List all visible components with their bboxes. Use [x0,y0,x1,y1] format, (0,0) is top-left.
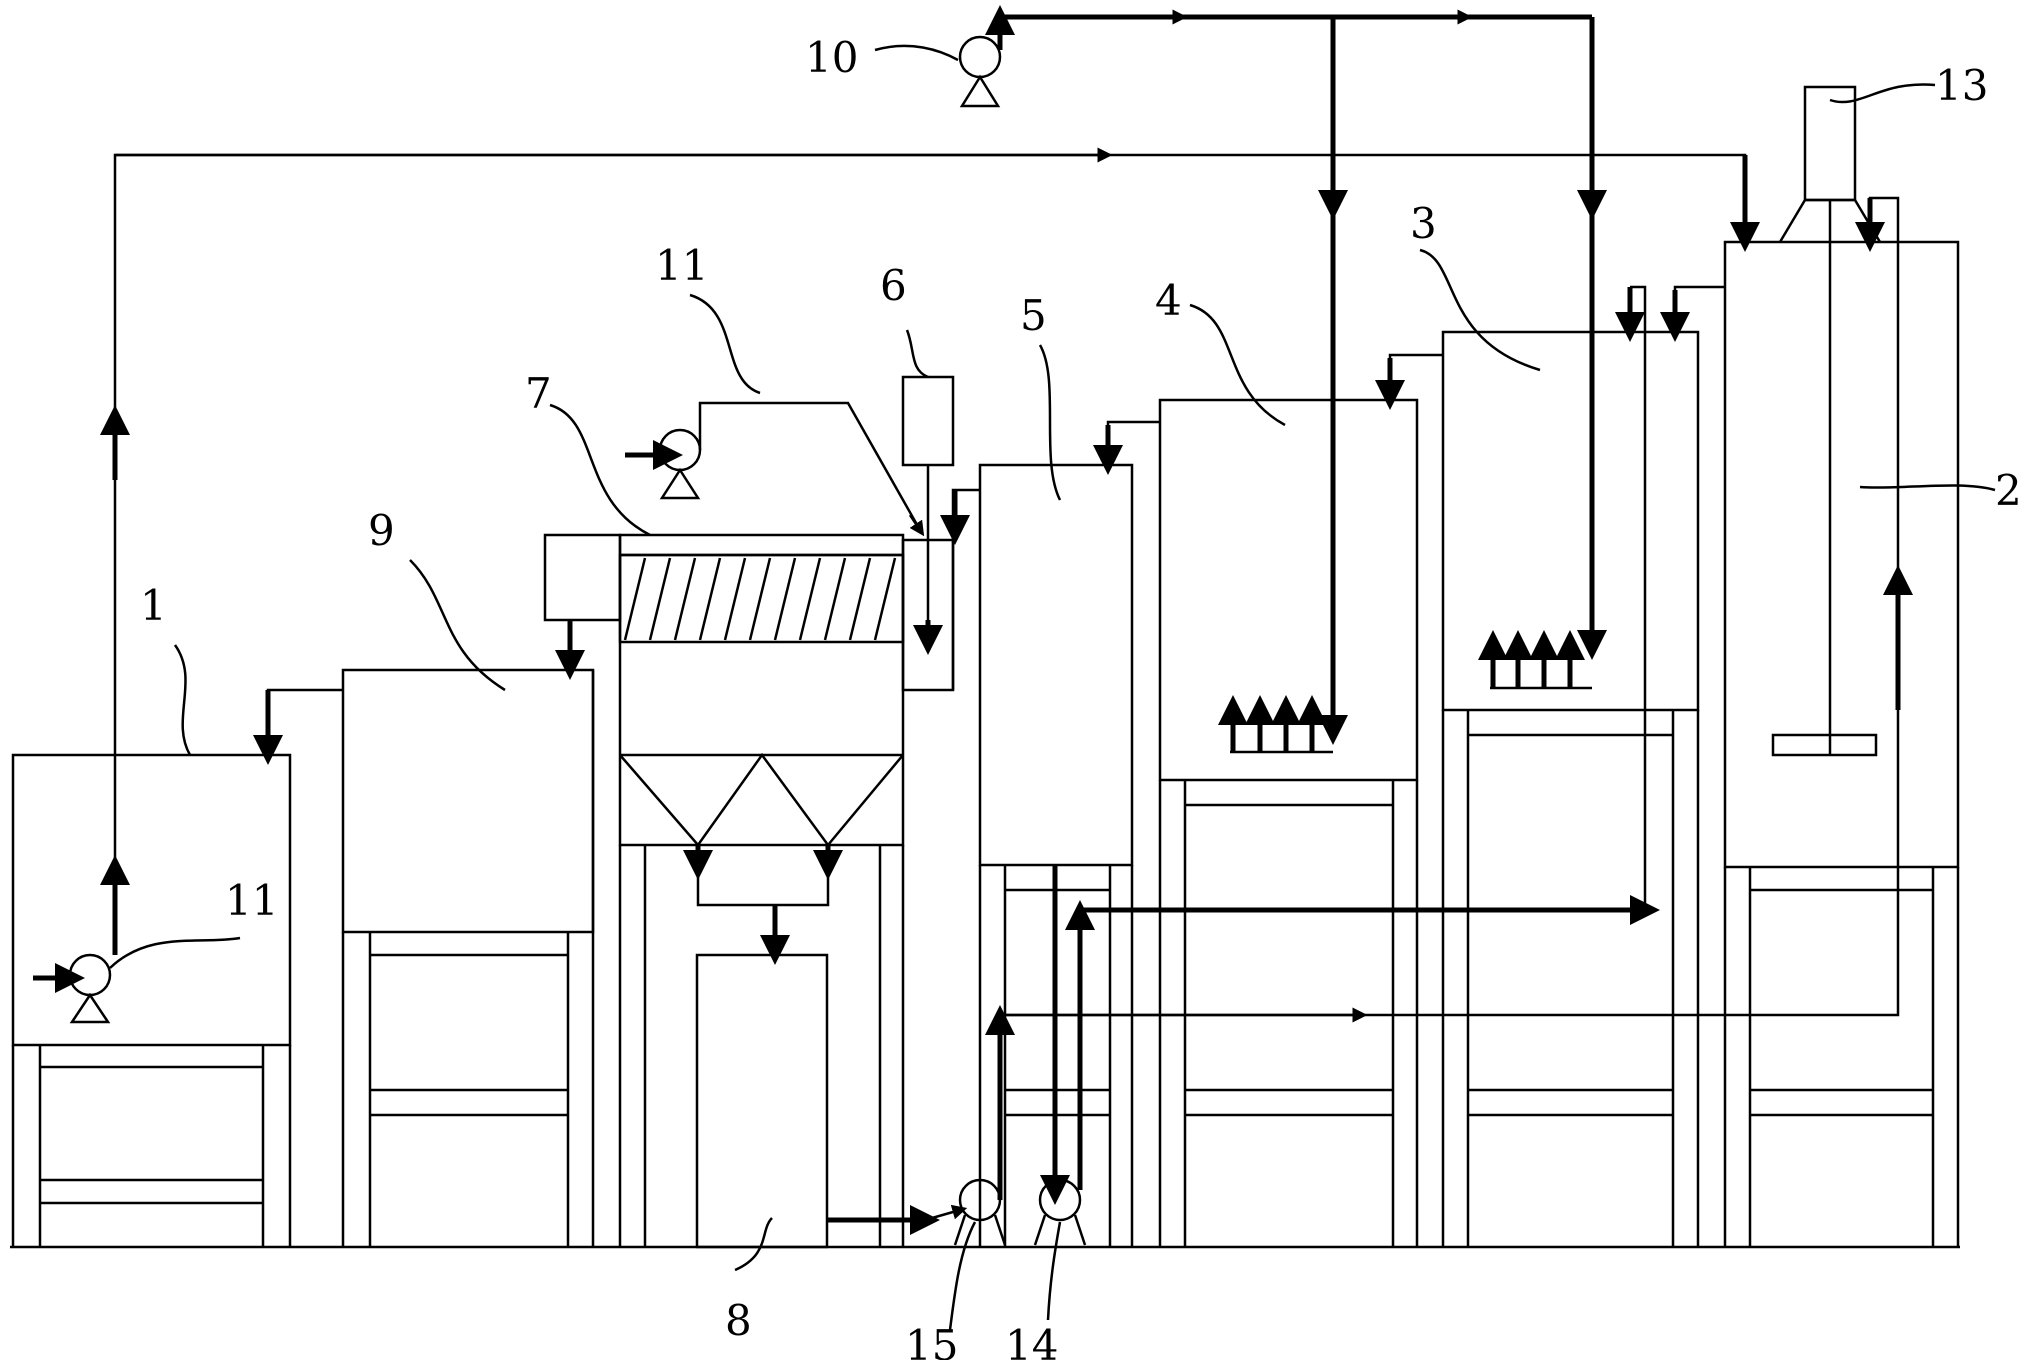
label-2: 2 [1995,466,2022,515]
agitator-paddle [1771,733,1878,757]
tank-1 [11,753,292,1247]
tank-9 [341,668,595,1247]
tank-4 [1158,398,1419,1247]
label-13: 13 [1935,61,1988,110]
label-10: 10 [805,33,858,82]
label-14: 14 [1005,1321,1058,1360]
leader-lines [109,44,1996,1331]
tank-3 [1441,330,1700,1247]
label-9: 9 [368,506,395,555]
pump-10 [958,35,1002,108]
label-11-left: 11 [225,876,278,925]
label-7: 7 [525,369,552,418]
label-15: 15 [905,1321,958,1360]
dosing-tank-6 [901,375,955,467]
piping [100,5,1913,1235]
pump-11-top [625,428,702,500]
pump-11-left [33,953,112,1024]
label-1: 1 [140,581,167,630]
label-5: 5 [1020,291,1047,340]
tank-2 [1723,200,1960,1247]
label-11-top: 11 [655,241,708,290]
label-4: 4 [1155,276,1182,325]
tank-8 [695,953,829,1249]
label-6: 6 [880,261,907,310]
filter-press-7 [543,533,955,1247]
label-8: 8 [725,1296,752,1345]
label-3: 3 [1410,199,1437,248]
filter-hatching [623,557,897,641]
labels: 1 2 3 4 5 6 7 8 9 10 11 11 13 14 15 [140,33,2022,1360]
